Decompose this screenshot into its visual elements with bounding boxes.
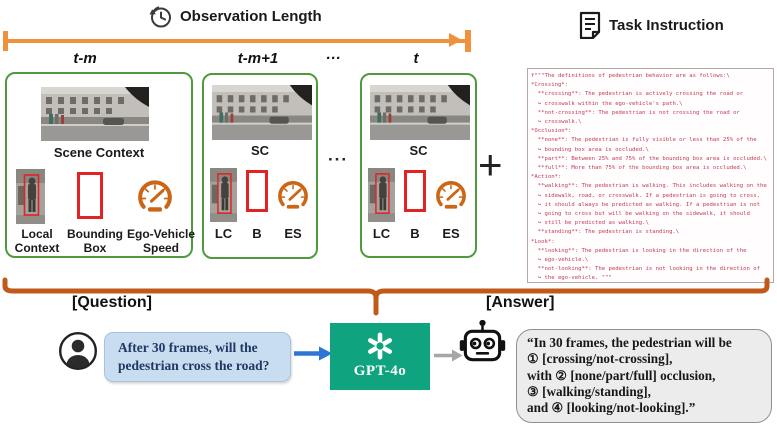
frame-card-t: SC LC B ES bbox=[360, 73, 477, 258]
user-avatar-icon bbox=[59, 332, 97, 370]
task-instruction-box: f"""The definitions of pedestrian behavi… bbox=[527, 68, 774, 283]
gpt-4o-model-box: GPT-4o bbox=[330, 323, 430, 390]
local-context-image bbox=[368, 168, 395, 222]
bounding-box-label: B bbox=[252, 226, 262, 241]
timeline-axis bbox=[7, 39, 466, 43]
question-bubble: After 30 frames, will the pedestrian cro… bbox=[104, 332, 291, 382]
timeline-right-cap bbox=[465, 30, 471, 52]
bounding-box-glyph bbox=[404, 170, 426, 212]
arrow-right-blue-icon bbox=[294, 346, 333, 361]
timeline-arrowhead bbox=[449, 33, 462, 47]
question-label: [Question] bbox=[72, 294, 152, 311]
arrow-right-gray-icon bbox=[434, 349, 463, 362]
ego-vehicle-speed-label: Ego-Vehicle Speed bbox=[126, 227, 196, 255]
openai-logo-icon bbox=[368, 332, 392, 360]
ego-vehicle-speed-label: ES bbox=[442, 226, 460, 241]
underbrace bbox=[2, 277, 770, 316]
local-context-image bbox=[16, 169, 45, 224]
tick-label-t-m: t-m bbox=[73, 50, 97, 67]
frame-card-t-m1: SC LC B ES bbox=[202, 73, 318, 259]
scene-context-image bbox=[41, 87, 149, 141]
local-context-label: LC bbox=[214, 226, 233, 241]
bounding-box-label: Bounding Box bbox=[67, 227, 123, 255]
tick-label-t-m1: t-m+1 bbox=[237, 50, 279, 67]
answer-label: [Answer] bbox=[486, 294, 555, 311]
scene-context-label: Scene Context bbox=[53, 145, 145, 160]
frames-ellipsis: ··· bbox=[328, 150, 348, 169]
plus-sign: + bbox=[478, 141, 503, 188]
clock-history-icon bbox=[149, 6, 171, 28]
observation-length-title: Observation Length bbox=[180, 8, 322, 25]
local-context-image bbox=[210, 168, 237, 222]
tick-label-t: t bbox=[413, 50, 419, 67]
scene-context-image bbox=[212, 85, 312, 140]
tick-ellipsis: ··· bbox=[325, 50, 341, 67]
ego-vehicle-speed-label: ES bbox=[284, 226, 302, 241]
answer-bubble: “In 30 frames, the pedestrian will be ① … bbox=[516, 329, 772, 423]
bounding-box-label: B bbox=[410, 226, 420, 241]
local-context-label: Local Context bbox=[14, 227, 60, 255]
speedometer-icon bbox=[436, 181, 466, 211]
speedometer-icon bbox=[278, 181, 308, 211]
bounding-box-glyph bbox=[246, 170, 268, 212]
task-instruction-title: Task Instruction bbox=[609, 17, 724, 34]
bounding-box-glyph bbox=[77, 172, 103, 219]
robot-icon bbox=[459, 319, 506, 362]
timeline-left-cap bbox=[3, 31, 8, 51]
scene-context-label: SC bbox=[409, 143, 428, 158]
task-instruction-code: f"""The definitions of pedestrian behavi… bbox=[531, 73, 767, 282]
scene-context-label: SC bbox=[250, 143, 270, 158]
local-context-label: LC bbox=[372, 226, 391, 241]
frame-card-t-m: Scene Context Local Context Bounding Box… bbox=[5, 72, 196, 258]
document-icon bbox=[579, 11, 601, 39]
gpt-4o-label: GPT-4o bbox=[353, 363, 407, 379]
speedometer-icon bbox=[134, 175, 176, 215]
scene-context-image bbox=[370, 85, 470, 140]
